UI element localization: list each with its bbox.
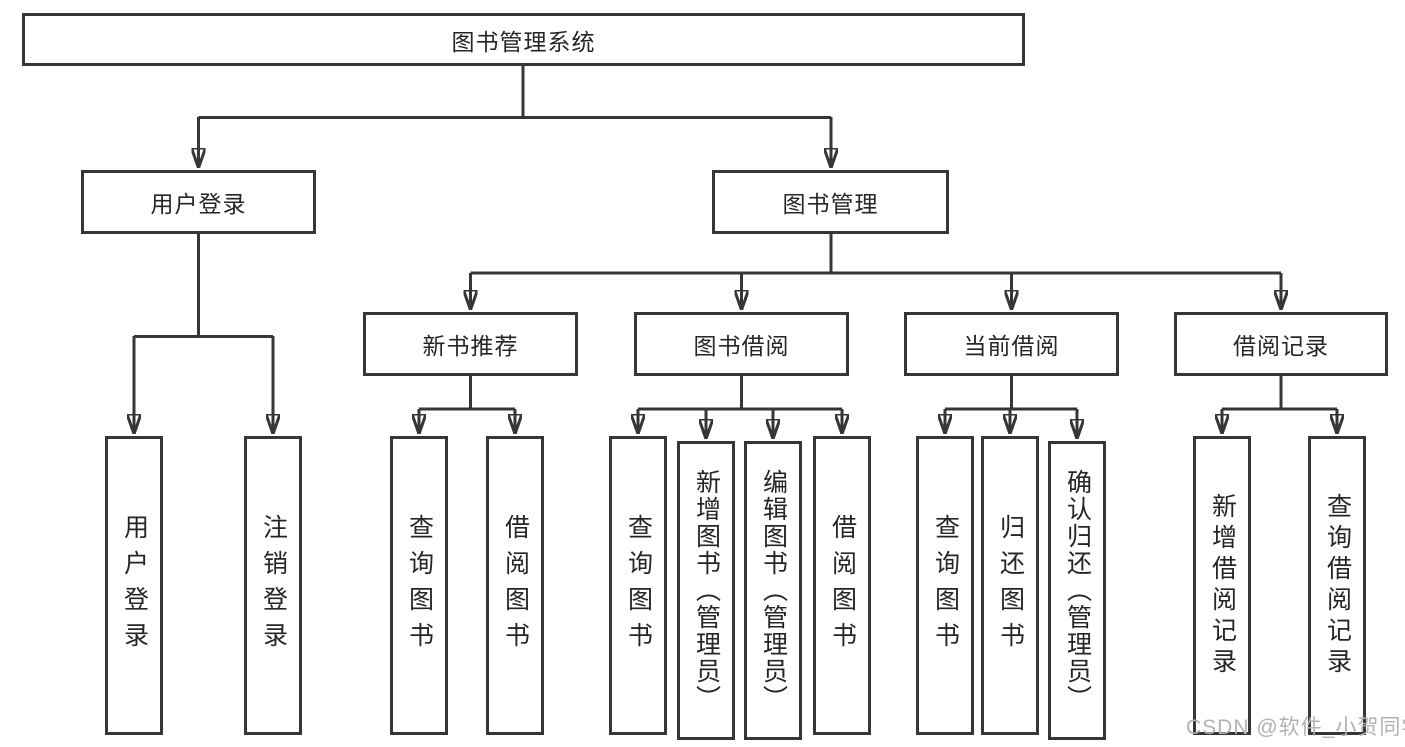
leaf-label: 查询图书 [624, 513, 653, 658]
leaf-br-query-record: 查询借阅记录 [1308, 436, 1366, 735]
leaf-rec-borrow-books: 借阅图书 [486, 436, 544, 735]
leaf-label: 查询图书 [405, 513, 434, 658]
leaf-label: 借阅图书 [828, 513, 857, 658]
node-borrow-records: 借阅记录 [1174, 312, 1388, 376]
leaf-label: 借阅图书 [501, 513, 530, 658]
leaf-user-login: 用户登录 [105, 436, 163, 735]
leaf-bb-query-books: 查询图书 [609, 436, 667, 735]
node-user-login-group: 用户登录 [81, 170, 316, 234]
node-label: 借阅记录 [1233, 333, 1329, 359]
node-root-system: 图书管理系统 [22, 13, 1025, 66]
leaf-label: 编辑图书（管理员） [759, 469, 788, 712]
leaf-rec-query-books: 查询图书 [390, 436, 448, 735]
leaf-label: 确认归还（管理员） [1063, 469, 1092, 712]
leaf-logout: 注销登录 [244, 436, 302, 735]
node-label: 当前借阅 [963, 333, 1060, 359]
leaf-label: 查询图书 [931, 513, 960, 658]
leaf-cb-confirm-return-admin: 确认归还（管理员） [1048, 441, 1106, 740]
leaf-label: 用户登录 [120, 513, 149, 658]
leaf-label: 新增图书（管理员） [692, 469, 721, 712]
node-new-book-recommend: 新书推荐 [363, 312, 578, 376]
node-label: 用户登录 [150, 191, 247, 217]
leaf-label: 注销登录 [259, 513, 288, 658]
leaf-br-add-record: 新增借阅记录 [1193, 436, 1251, 735]
leaf-label: 新增借阅记录 [1208, 492, 1237, 679]
leaf-label: 归还图书 [996, 513, 1025, 658]
node-current-borrow: 当前借阅 [904, 312, 1119, 376]
node-label: 新书推荐 [422, 333, 519, 359]
node-book-management-group: 图书管理 [712, 170, 949, 234]
csdn-watermark: CSDN @软件_小贺同学 [1186, 716, 1405, 739]
node-label: 图书管理 [782, 191, 879, 217]
leaf-bb-borrow-books: 借阅图书 [813, 436, 871, 735]
leaf-bb-edit-books-admin: 编辑图书（管理员） [744, 441, 802, 740]
leaf-cb-query-books: 查询图书 [916, 436, 974, 735]
leaf-cb-return-books: 归还图书 [981, 436, 1039, 735]
node-label: 图书借阅 [693, 333, 790, 359]
node-label: 图书管理系统 [451, 28, 596, 55]
leaf-label: 查询借阅记录 [1323, 492, 1352, 679]
leaf-bb-add-books-admin: 新增图书（管理员） [677, 441, 735, 740]
node-book-borrow: 图书借阅 [634, 312, 849, 376]
